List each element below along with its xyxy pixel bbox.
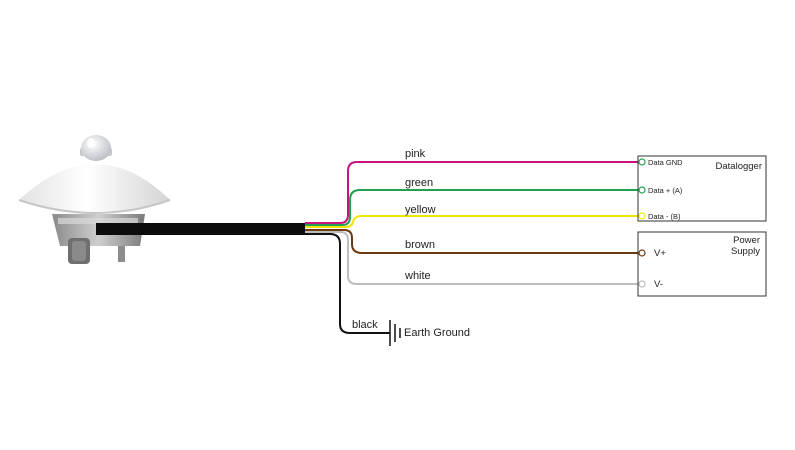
terminal-data-minus [638,212,646,220]
power-supply-title-line2: Supply [731,246,760,257]
terminal-label-v-plus: V+ [654,248,666,259]
terminal-label-data-plus: Data + (A) [648,186,683,195]
terminal-label-data-gnd: Data GND [648,158,683,167]
power-supply-title-line1: Power [733,235,760,246]
pink-wire [305,161,638,224]
earth-ground-label: Earth Ground [404,327,470,339]
wire-label-green: green [405,177,433,189]
wire-label-white: white [404,270,431,282]
brown-wire [305,229,638,254]
white-wire [305,231,638,285]
earth-ground-icon [389,320,401,346]
terminal-v-plus [638,249,646,257]
terminal-data-gnd [638,158,646,166]
black-wire [305,233,390,334]
green-wire [305,189,638,226]
pyranometer-sensor-icon [18,135,171,264]
terminal-data-plus [638,186,646,194]
wire-label-yellow: yellow [405,204,436,216]
yellow-wire [305,215,638,228]
wire-label-brown: brown [405,239,435,251]
terminal-v-minus [638,280,646,288]
terminal-label-v-minus: V- [654,279,663,290]
power-supply-box: Power Supply V+ V- [637,231,767,297]
wires [305,161,638,334]
wire-label-pink: pink [405,148,426,160]
datalogger-title: Datalogger [716,161,762,172]
wire-label-black: black [352,319,378,331]
datalogger-box: Datalogger Data GND Data + (A) Data - (B… [637,155,767,222]
terminal-label-data-minus: Data - (B) [648,212,681,221]
